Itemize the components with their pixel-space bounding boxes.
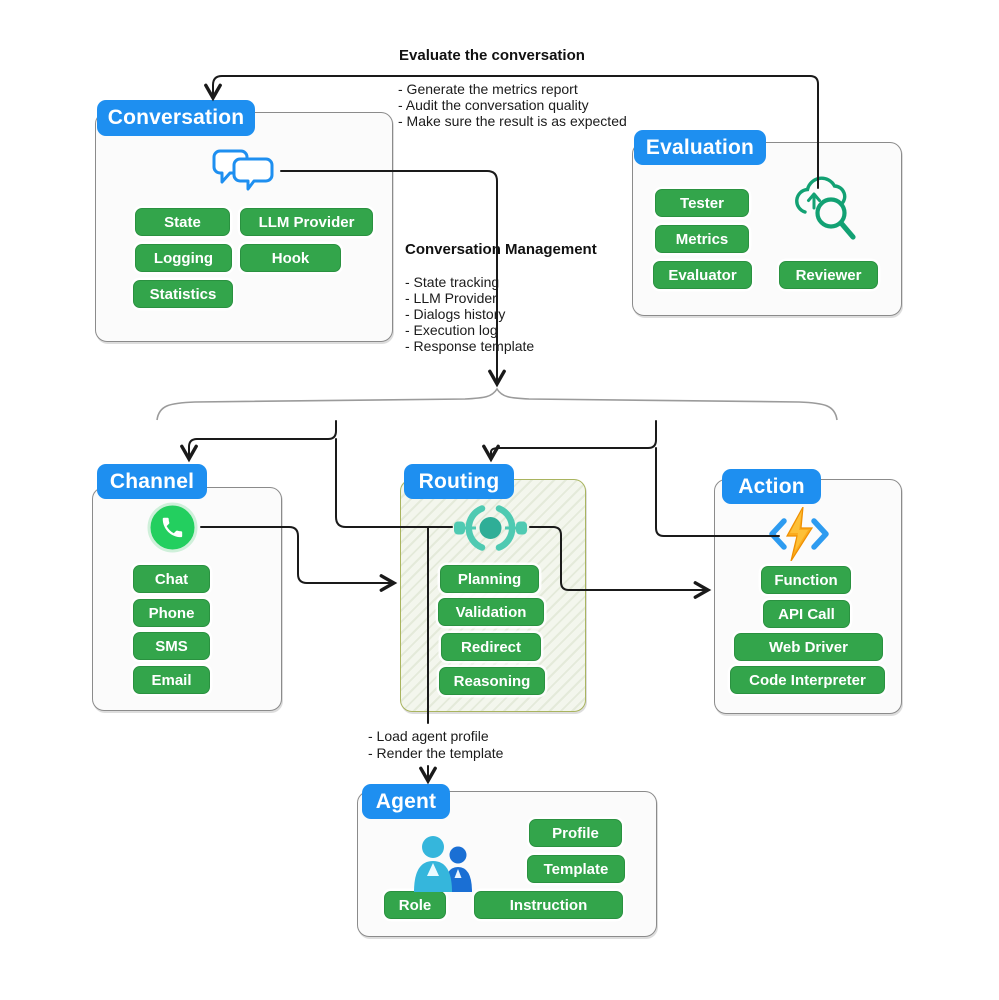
pill-email: Email (133, 666, 210, 694)
bullet-line: - Load agent profile (368, 728, 489, 744)
pill-chat: Chat (133, 565, 210, 593)
agent-title: Agent (362, 784, 450, 819)
pill-sms: SMS (133, 632, 210, 660)
load-balancer-icon (452, 499, 529, 562)
pill-statistics: Statistics (133, 280, 233, 308)
agent-annotation-bullets: - Load agent profile - Render the templa… (368, 728, 503, 762)
pill-validation: Validation (438, 598, 544, 626)
pill-logging: Logging (135, 244, 232, 272)
chat-bubbles-icon (212, 146, 278, 201)
pill-hook: Hook (240, 244, 341, 272)
evaluation-title: Evaluation (634, 130, 766, 165)
pill-web-driver: Web Driver (734, 633, 883, 661)
pill-llm-provider: LLM Provider (240, 208, 373, 236)
fanout-brace (156, 387, 838, 421)
pill-tester: Tester (655, 189, 749, 217)
pill-instruction: Instruction (474, 891, 623, 919)
pill-metrics: Metrics (655, 225, 749, 253)
edge-brace-to-routing (482, 420, 657, 463)
whatsapp-icon (146, 501, 199, 559)
management-annotation-title: Conversation Management (405, 241, 597, 258)
pill-reviewer: Reviewer (779, 261, 878, 289)
evaluate-annotation-bullets: - Generate the metrics report - Audit th… (398, 81, 627, 129)
conversation-title: Conversation (97, 100, 255, 136)
bullet-line: - State tracking (405, 274, 500, 290)
bullet-line: - LLM Provider (405, 290, 497, 306)
evaluate-annotation-title: Evaluate the conversation (399, 47, 585, 64)
people-icon (406, 834, 480, 897)
azure-function-icon (767, 506, 831, 566)
bullet-line: - Generate the metrics report (398, 81, 578, 97)
pill-profile: Profile (529, 819, 622, 847)
bullet-line: - Render the template (368, 745, 504, 761)
pill-template: Template (527, 855, 625, 883)
pill-evaluator: Evaluator (653, 261, 752, 289)
pill-phone: Phone (133, 599, 210, 627)
pill-state: State (135, 208, 230, 236)
bullet-line: - Make sure the result is as expected (398, 113, 627, 129)
cloud-search-icon (784, 176, 862, 249)
bullet-line: - Response template (405, 338, 535, 354)
channel-title: Channel (97, 464, 207, 499)
pill-role: Role (384, 891, 446, 919)
pill-redirect: Redirect (441, 633, 541, 661)
pill-function: Function (761, 566, 851, 594)
edge-brace-to-channel (180, 420, 337, 463)
bullet-line: - Dialogs history (405, 306, 506, 322)
action-title: Action (722, 469, 821, 504)
management-annotation-bullets: - State tracking - LLM Provider - Dialog… (405, 274, 534, 354)
pill-code-interpreter: Code Interpreter (730, 666, 885, 694)
pill-reasoning: Reasoning (439, 667, 545, 695)
bullet-line: - Audit the conversation quality (398, 97, 589, 113)
pill-planning: Planning (440, 565, 539, 593)
bullet-line: - Execution log (405, 322, 498, 338)
routing-title: Routing (404, 464, 514, 499)
pill-api-call: API Call (763, 600, 850, 628)
